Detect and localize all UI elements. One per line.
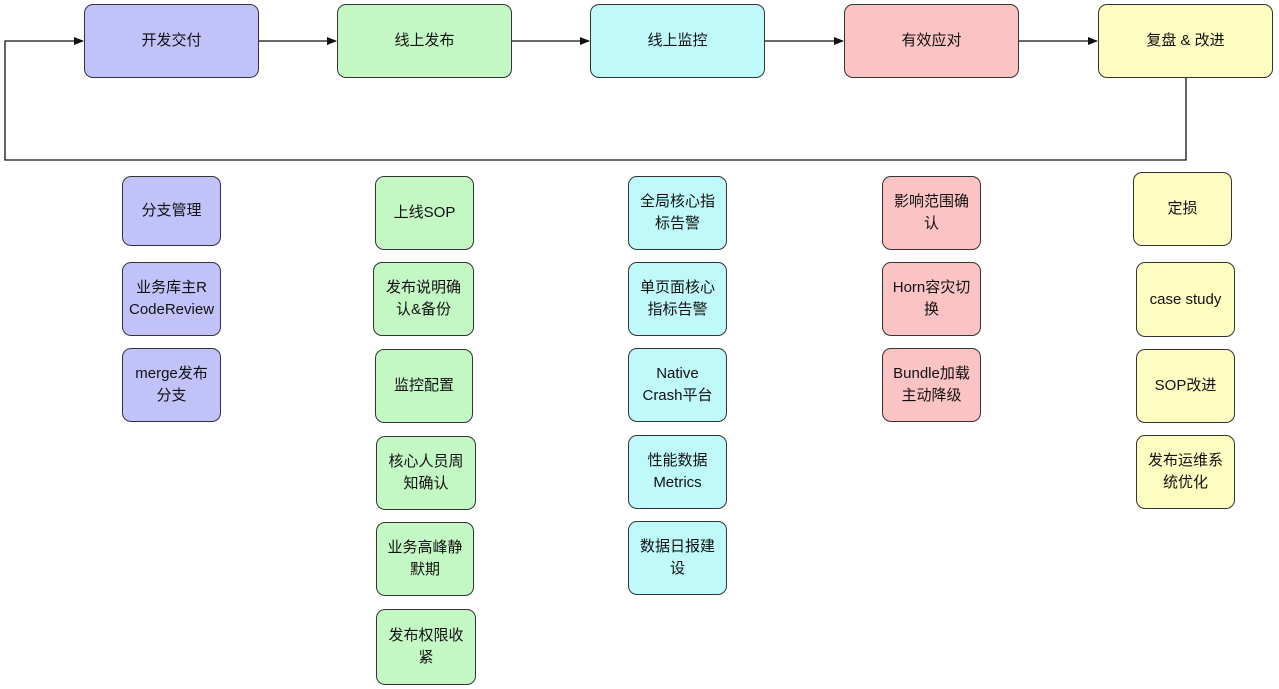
item-line: 指标告警 (647, 301, 708, 318)
dev-item-code-review[interactable]: 业务库主R CodeReview (122, 262, 221, 336)
item-line: 监控配置 (393, 377, 454, 394)
dev-item-branch-management[interactable]: 分支管理 (122, 176, 221, 246)
monitor-item-page-alert[interactable]: 单页面核心 指标告警 (628, 262, 727, 336)
arrow-feedback-loop (4, 37, 1187, 161)
stage-review-improve[interactable]: 复盘 & 改进 (1098, 4, 1273, 78)
item-text: SOP改进 (1155, 375, 1217, 397)
item-line: 紧 (418, 649, 434, 666)
item-line: 统优化 (1162, 474, 1208, 491)
item-line: Bundle加载 (893, 365, 970, 382)
stage-development-delivery[interactable]: 开发交付 (84, 4, 259, 78)
stage-effective-response[interactable]: 有效应对 (844, 4, 1019, 78)
item-text: 定损 (1167, 198, 1197, 220)
stage-label: 线上发布 (394, 32, 455, 49)
item-line: 知确认 (403, 475, 449, 492)
respond-item-horn-failover[interactable]: Horn容灾切 换 (882, 262, 981, 336)
item-line: 认&备份 (395, 301, 451, 318)
item-line: CodeReview (128, 301, 215, 318)
item-text: 分支管理 (141, 200, 201, 222)
respond-item-bundle-downgrade[interactable]: Bundle加载 主动降级 (882, 348, 981, 422)
review-item-ops-optimize[interactable]: 发布运维系 统优化 (1136, 435, 1235, 509)
item-line: 核心人员周 (388, 453, 464, 470)
monitor-item-performance-metrics[interactable]: 性能数据 Metrics (628, 435, 727, 509)
stage-label: 有效应对 (901, 32, 962, 49)
stage-label: 复盘 & 改进 (1146, 32, 1225, 49)
item-line: Native (656, 365, 699, 382)
item-line: 上线SOP (393, 204, 456, 221)
item-text: Horn容灾切 换 (893, 277, 971, 321)
item-line: SOP改进 (1154, 377, 1217, 394)
item-text: 发布说明确 认&备份 (386, 277, 461, 321)
item-line: 发布运维系 (1147, 452, 1223, 469)
item-line: 业务高峰静 (387, 539, 463, 556)
item-text: 监控配置 (394, 375, 454, 397)
item-text: 核心人员周 知确认 (388, 451, 463, 495)
review-item-case-study[interactable]: case study (1136, 262, 1235, 337)
item-text: Native Crash平台 (642, 363, 712, 407)
monitor-item-global-alert[interactable]: 全局核心指 标告警 (628, 176, 727, 250)
item-line: 标告警 (654, 215, 700, 232)
monitor-item-daily-report[interactable]: 数据日报建 设 (628, 521, 727, 595)
item-line: Metrics (653, 474, 702, 491)
item-line: 全局核心指 (639, 193, 715, 210)
item-text: 业务高峰静 默期 (387, 537, 462, 581)
item-line: 业务库主R (136, 279, 207, 296)
item-text: 业务库主R CodeReview (129, 277, 214, 321)
item-text: Bundle加载 主动降级 (893, 363, 970, 407)
release-item-peak-silence[interactable]: 业务高峰静 默期 (376, 522, 474, 596)
item-line: 设 (669, 560, 685, 577)
item-line: 性能数据 (647, 452, 708, 469)
item-line: 定损 (1167, 200, 1198, 217)
release-item-core-staff-notice[interactable]: 核心人员周 知确认 (376, 436, 476, 510)
item-text: 性能数据 Metrics (647, 450, 707, 494)
item-text: 数据日报建 设 (640, 536, 715, 580)
release-item-monitor-config[interactable]: 监控配置 (375, 349, 473, 423)
item-line: 分支管理 (141, 202, 202, 219)
item-text: 上线SOP (394, 202, 456, 224)
item-line: 主动降级 (901, 387, 962, 404)
item-text: 影响范围确 认 (894, 191, 969, 235)
release-item-sop[interactable]: 上线SOP (375, 176, 474, 250)
item-line: 发布说明确 (385, 279, 461, 296)
item-line: 认 (923, 215, 939, 232)
stage-label: 开发交付 (141, 32, 202, 49)
item-line: 换 (923, 301, 939, 318)
release-item-permission-tighten[interactable]: 发布权限收 紧 (376, 609, 476, 685)
stage-online-monitoring[interactable]: 线上监控 (590, 4, 765, 78)
item-line: case study (1149, 290, 1222, 308)
review-item-sop-improve[interactable]: SOP改进 (1136, 349, 1235, 423)
item-text: 发布运维系 统优化 (1148, 450, 1223, 494)
item-text: merge发布 分支 (135, 363, 208, 407)
monitor-item-native-crash[interactable]: Native Crash平台 (628, 348, 727, 422)
item-line: 数据日报建 (639, 538, 715, 555)
item-text: 发布权限收 紧 (388, 625, 463, 669)
item-line: 分支 (156, 387, 187, 404)
stage-online-release[interactable]: 线上发布 (337, 4, 512, 78)
item-line: 影响范围确 (893, 193, 969, 210)
item-line: Crash平台 (642, 387, 713, 404)
item-line: merge发布 (135, 365, 208, 382)
item-line: 单页面核心 (639, 279, 715, 296)
item-line: 默期 (409, 561, 440, 578)
item-text: case study (1150, 289, 1222, 311)
respond-item-impact-scope[interactable]: 影响范围确 认 (882, 176, 981, 250)
dev-item-merge-release-branch[interactable]: merge发布 分支 (122, 348, 221, 422)
stage-label: 线上监控 (647, 32, 708, 49)
item-line: Horn容灾切 (892, 279, 971, 296)
item-text: 全局核心指 标告警 (640, 191, 715, 235)
review-item-loss-assessment[interactable]: 定损 (1133, 172, 1232, 246)
item-text: 单页面核心 指标告警 (640, 277, 715, 321)
item-line: 发布权限收 (388, 627, 464, 644)
release-item-notes-backup[interactable]: 发布说明确 认&备份 (373, 262, 474, 336)
